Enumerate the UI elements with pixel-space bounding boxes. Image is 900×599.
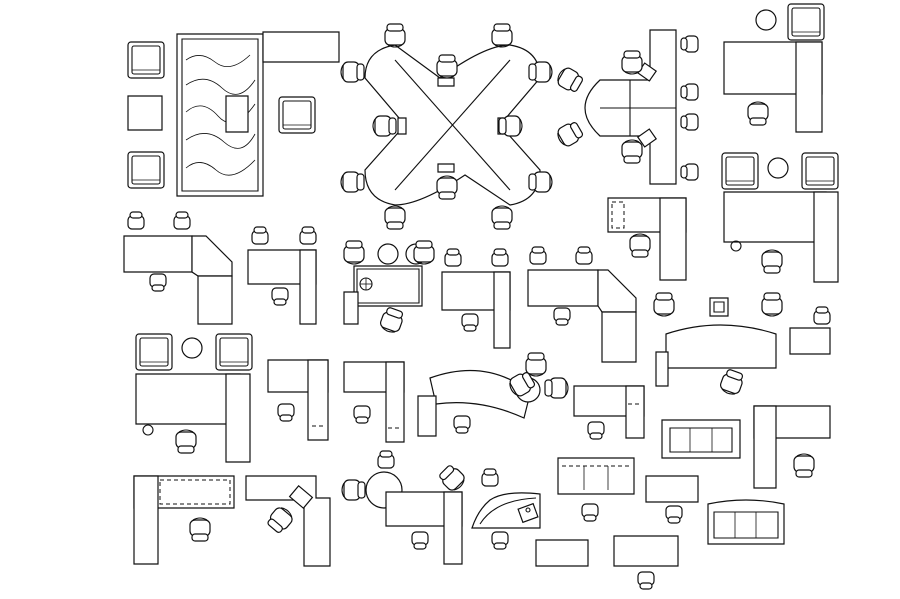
l-desk-small	[268, 360, 328, 440]
wave-reception-desk	[418, 352, 569, 436]
cross-workstation-cluster	[340, 23, 553, 230]
meeting-desk-with-stools	[343, 240, 435, 336]
sofa-3-seat	[662, 420, 740, 458]
pod-workstation	[554, 30, 699, 184]
l-desk-corner	[124, 211, 232, 324]
corner-desk	[608, 198, 686, 280]
sofa-long	[558, 458, 634, 522]
small-desk	[646, 476, 698, 524]
manager-desk	[721, 152, 839, 282]
l-desk-large	[134, 476, 234, 564]
sofa-arc	[708, 500, 784, 544]
l-desk-small-2	[344, 362, 404, 442]
desk-with-stool	[341, 450, 469, 564]
workstation-return	[442, 248, 510, 348]
corner-workstation	[246, 476, 330, 566]
lounge-sofa-set	[127, 32, 339, 196]
manager-l-desk	[754, 406, 830, 488]
reception-arc-desk	[653, 292, 831, 398]
l-desk-angled	[528, 246, 636, 362]
desk-with-return	[248, 226, 317, 324]
bench-desks	[536, 536, 678, 590]
executive-l-desk	[724, 3, 825, 132]
curved-reception	[472, 468, 540, 550]
executive-desk-with-lounge	[135, 333, 253, 462]
desk-return-3	[574, 386, 644, 440]
